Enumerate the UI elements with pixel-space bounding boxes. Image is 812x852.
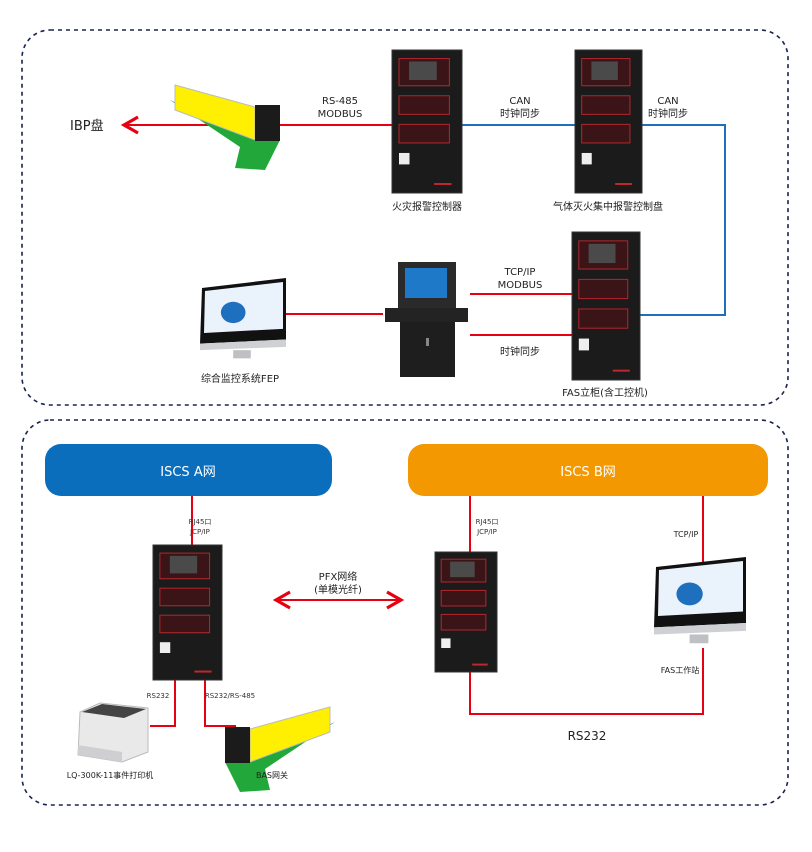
rj45-label-a: RJ45口: [189, 518, 212, 526]
event-printer: [77, 702, 149, 763]
fas-controller-a: [152, 544, 223, 681]
clock-label-3: 时钟同步: [500, 345, 540, 358]
jcp-label-b: JCP/IP: [476, 528, 497, 536]
fire-controller-label: 火灾报警控制器: [392, 200, 462, 213]
ibp-panel: [170, 84, 280, 170]
rs485-label: RS-485: [322, 96, 358, 107]
iscs-a-network: [45, 444, 332, 496]
bas-gateway: [225, 706, 335, 792]
printer-label: LQ-300K-11事件打印机: [67, 770, 154, 780]
fep-monitor: [200, 278, 286, 359]
tcpip-label: TCP/IP: [504, 267, 536, 278]
jcp-label-a: JCP/IP: [189, 528, 210, 536]
can-label-2: CAN: [657, 96, 678, 107]
fep-label: 综合监控系统FEP: [201, 372, 279, 385]
fas-standing-cabinet: [571, 231, 641, 381]
clock-label-1: 时钟同步: [500, 107, 540, 120]
iscs-b-label: ISCS B网: [560, 465, 615, 480]
fas-cabinet-label: FAS立柜(含工控机): [562, 386, 648, 399]
ibp-label: IBP盘: [70, 118, 104, 134]
pfx-label: PFX网络: [319, 570, 358, 583]
rs232-printer-label: RS232: [147, 692, 170, 700]
printer-line: [150, 680, 176, 727]
can-label-1: CAN: [509, 96, 530, 107]
rj45-label-b: RJ45口: [476, 518, 499, 526]
bas-label: BAS网关: [256, 770, 288, 780]
rs232-485-label: RS232/RS-485: [205, 692, 255, 700]
bas-line: [204, 680, 236, 727]
clock-label-2: 时钟同步: [648, 107, 688, 120]
modbus-label: MODBUS: [318, 109, 363, 120]
rs232-line: [469, 648, 704, 715]
pfx-sub-label: (单模光纤): [314, 583, 362, 596]
top-section-frame: [21, 29, 789, 406]
can-line-2: [640, 124, 726, 316]
iscs-b-network: [408, 444, 768, 496]
fas-controller-b: [434, 551, 498, 673]
gas-panel-label: 气体灭火集中报警控制盘: [553, 200, 663, 213]
fas-workstation-monitor: [654, 557, 746, 644]
rs232-main-label: RS232: [568, 729, 607, 743]
bottom-section-frame: [21, 419, 789, 806]
tcpip-label-ws: TCP/IP: [673, 530, 699, 539]
industrial-console: [385, 262, 468, 377]
fas-workstation-label: FAS工作站: [661, 665, 699, 675]
gas-extinguishing-panel: [574, 49, 643, 194]
iscs-a-label: ISCS A网: [160, 465, 215, 480]
modbus-label-2: MODBUS: [498, 280, 543, 291]
fire-alarm-controller: [391, 49, 463, 194]
